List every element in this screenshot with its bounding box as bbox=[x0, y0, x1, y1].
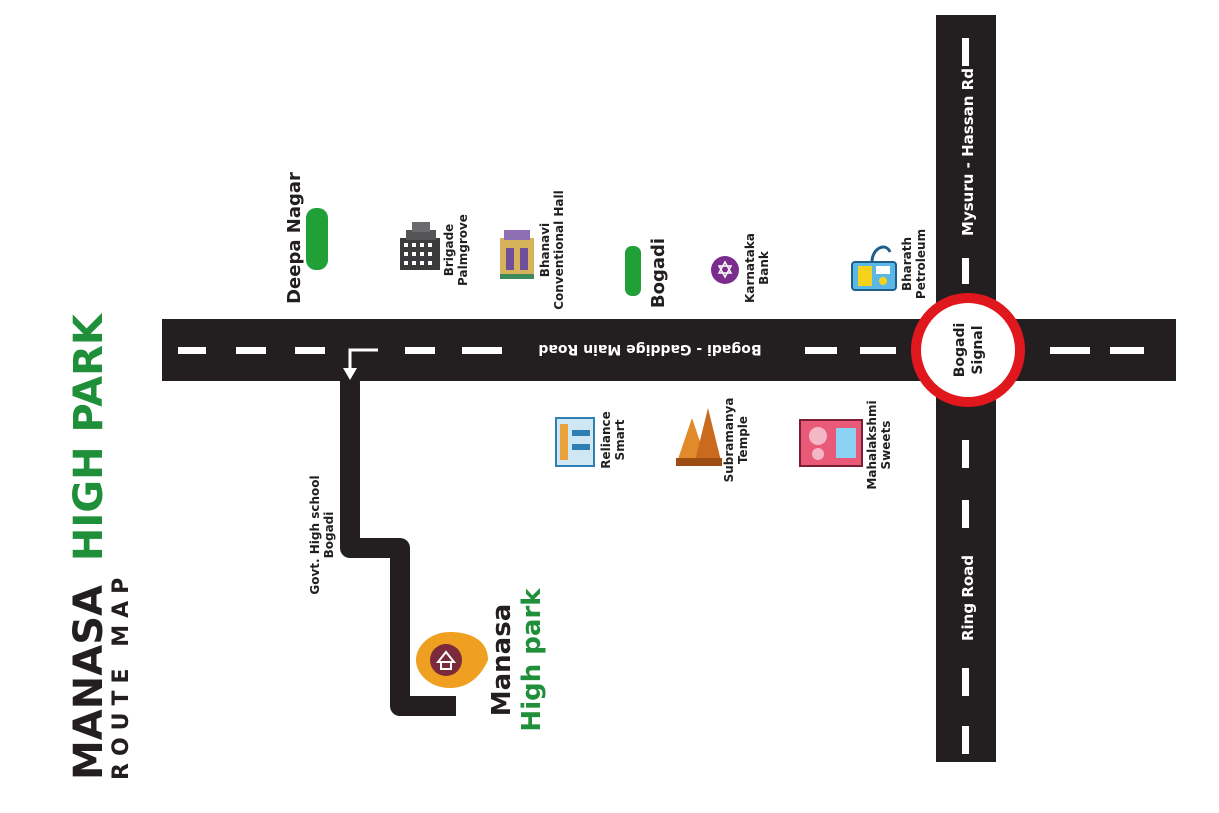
bhanavi-label-line1: Bhanavi bbox=[538, 223, 552, 277]
karnataka-label-line1: Karnataka bbox=[743, 233, 757, 303]
title-subtitle: ROUTE MAP bbox=[109, 571, 134, 780]
school-label-line2: Bogadi bbox=[322, 512, 336, 559]
sweets-label-line1: Mahalakshmi bbox=[865, 400, 879, 489]
sweets-label-line2: Sweets bbox=[879, 421, 893, 470]
bank-icon bbox=[711, 256, 739, 284]
landmark-reliance-smart: Reliance Smart bbox=[555, 411, 627, 469]
locality-deepa-nagar: Deepa Nagar bbox=[284, 172, 328, 304]
destination-label-line2: High park bbox=[517, 588, 547, 732]
title-brand-line1: MANASA bbox=[66, 585, 112, 780]
supermarket-icon bbox=[555, 417, 595, 467]
location-pin-icon bbox=[416, 632, 488, 688]
temple-label-line2: Temple bbox=[736, 416, 750, 464]
fuel-pump-icon bbox=[851, 245, 897, 291]
signal-label-line2: Signal bbox=[970, 325, 986, 374]
signal-label-line1: Bogadi bbox=[952, 323, 968, 378]
access-lane bbox=[340, 348, 456, 716]
signal-ring bbox=[911, 293, 1025, 407]
brigade-label-line2: Palmgrove bbox=[456, 214, 470, 286]
landmark-mahalakshmi-sweets: Mahalakshmi Sweets bbox=[799, 400, 893, 490]
highway-south-label: Ring Road bbox=[959, 555, 977, 641]
locality-bogadi: Bogadi bbox=[625, 238, 669, 308]
brigade-label-line1: Brigade bbox=[442, 224, 456, 277]
building-icon bbox=[400, 222, 440, 270]
map-title: MANASA HIGH PARK ROUTE MAP bbox=[66, 312, 134, 780]
hall-icon bbox=[500, 230, 534, 279]
destination-label-line1: Manasa bbox=[487, 604, 517, 717]
temple-icon bbox=[676, 408, 722, 466]
locality-marker bbox=[625, 246, 641, 296]
temple-label-line1: Subramanya bbox=[722, 398, 736, 483]
locality-deepa-nagar-label: Deepa Nagar bbox=[284, 172, 305, 304]
svg-text:MANASA HIGH PARK: MANASA HIGH PARK bbox=[66, 312, 112, 780]
landmark-karnataka-bank: Karnataka Bank bbox=[711, 233, 771, 303]
bhanavi-label-line2: Conventional Hall bbox=[552, 190, 566, 310]
sweet-shop-icon bbox=[799, 419, 863, 467]
title-brand-line2: HIGH PARK bbox=[66, 312, 112, 561]
landmark-bhanavi-hall: Bhanavi Conventional Hall bbox=[500, 190, 566, 310]
turn-arrow bbox=[348, 348, 378, 370]
landmark-brigade-palmgrove: Brigade Palmgrove bbox=[400, 214, 470, 286]
school-label-line1: Govt. High school bbox=[308, 475, 322, 594]
main-road-label: Bogadi - Gaddige Main Road bbox=[538, 341, 761, 357]
reliance-label-line2: Smart bbox=[613, 419, 627, 460]
highway-lane-markings bbox=[962, 38, 969, 754]
main-road-lane-markings bbox=[178, 347, 1144, 354]
bharath-label-line1: Bharath bbox=[900, 237, 914, 291]
karnataka-label-line2: Bank bbox=[757, 250, 771, 285]
turn-arrow-head bbox=[343, 368, 357, 380]
landmark-govt-high-school: Govt. High school Bogadi bbox=[308, 475, 336, 594]
bogadi-signal: Bogadi Signal bbox=[911, 293, 1025, 407]
locality-marker bbox=[306, 208, 328, 270]
reliance-label-line1: Reliance bbox=[599, 411, 613, 469]
access-lane-path bbox=[340, 378, 456, 716]
highway-north-label: Mysuru - Hassan Rd bbox=[959, 68, 977, 236]
landmark-subramanya-temple: Subramanya Temple bbox=[676, 398, 750, 483]
destination-manasa-high-park: Manasa High park bbox=[416, 588, 547, 732]
locality-bogadi-label: Bogadi bbox=[648, 238, 669, 308]
landmark-bharath-petroleum: Bharath Petroleum bbox=[851, 229, 928, 299]
bharath-label-line2: Petroleum bbox=[914, 229, 928, 299]
